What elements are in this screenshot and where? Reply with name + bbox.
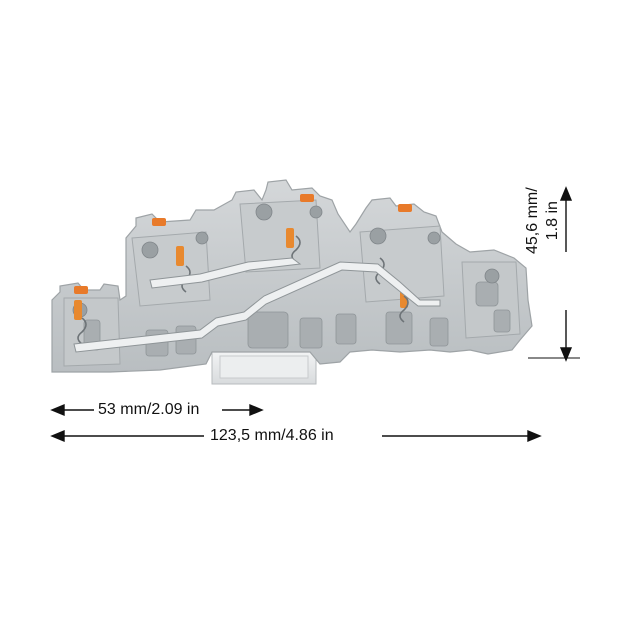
width-dimension-short: 53 mm/2.09 in — [94, 401, 204, 419]
din-rail-foot — [211, 349, 317, 385]
push-button-levers — [74, 194, 412, 320]
housing — [51, 179, 533, 373]
bus-bar — [73, 257, 441, 353]
height-dimension-mm: 45,6 mm/ — [524, 187, 541, 254]
dimension-lines — [50, 186, 580, 443]
width-dimension-total: 123,5 mm/4.86 in — [206, 427, 338, 445]
height-dimension-in: 1.8 in — [544, 201, 561, 241]
height-dimension: 45,6 mm/ 1.8 in — [523, 183, 563, 258]
